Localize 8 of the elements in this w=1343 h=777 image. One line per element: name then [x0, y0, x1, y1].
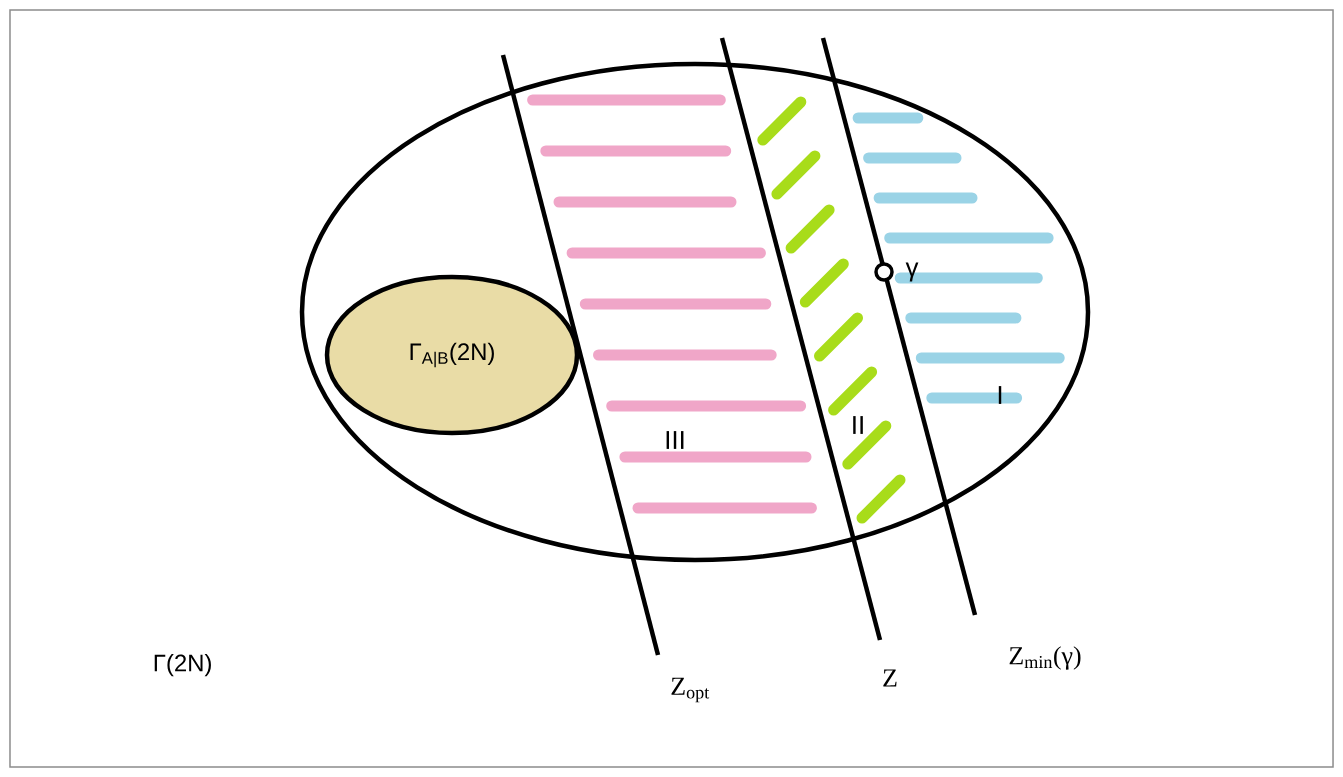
line-label: Z$_{min}$(γ): [1009, 646, 1081, 670]
region-label: II: [853, 416, 863, 434]
region-label: I: [998, 386, 1002, 404]
point-label: γ: [905, 262, 919, 282]
region-label: III: [666, 431, 684, 449]
set-ellipse: [299, 61, 1091, 563]
line-label: Z$_{opt}$: [671, 677, 710, 703]
line-label: Z: [883, 669, 897, 687]
